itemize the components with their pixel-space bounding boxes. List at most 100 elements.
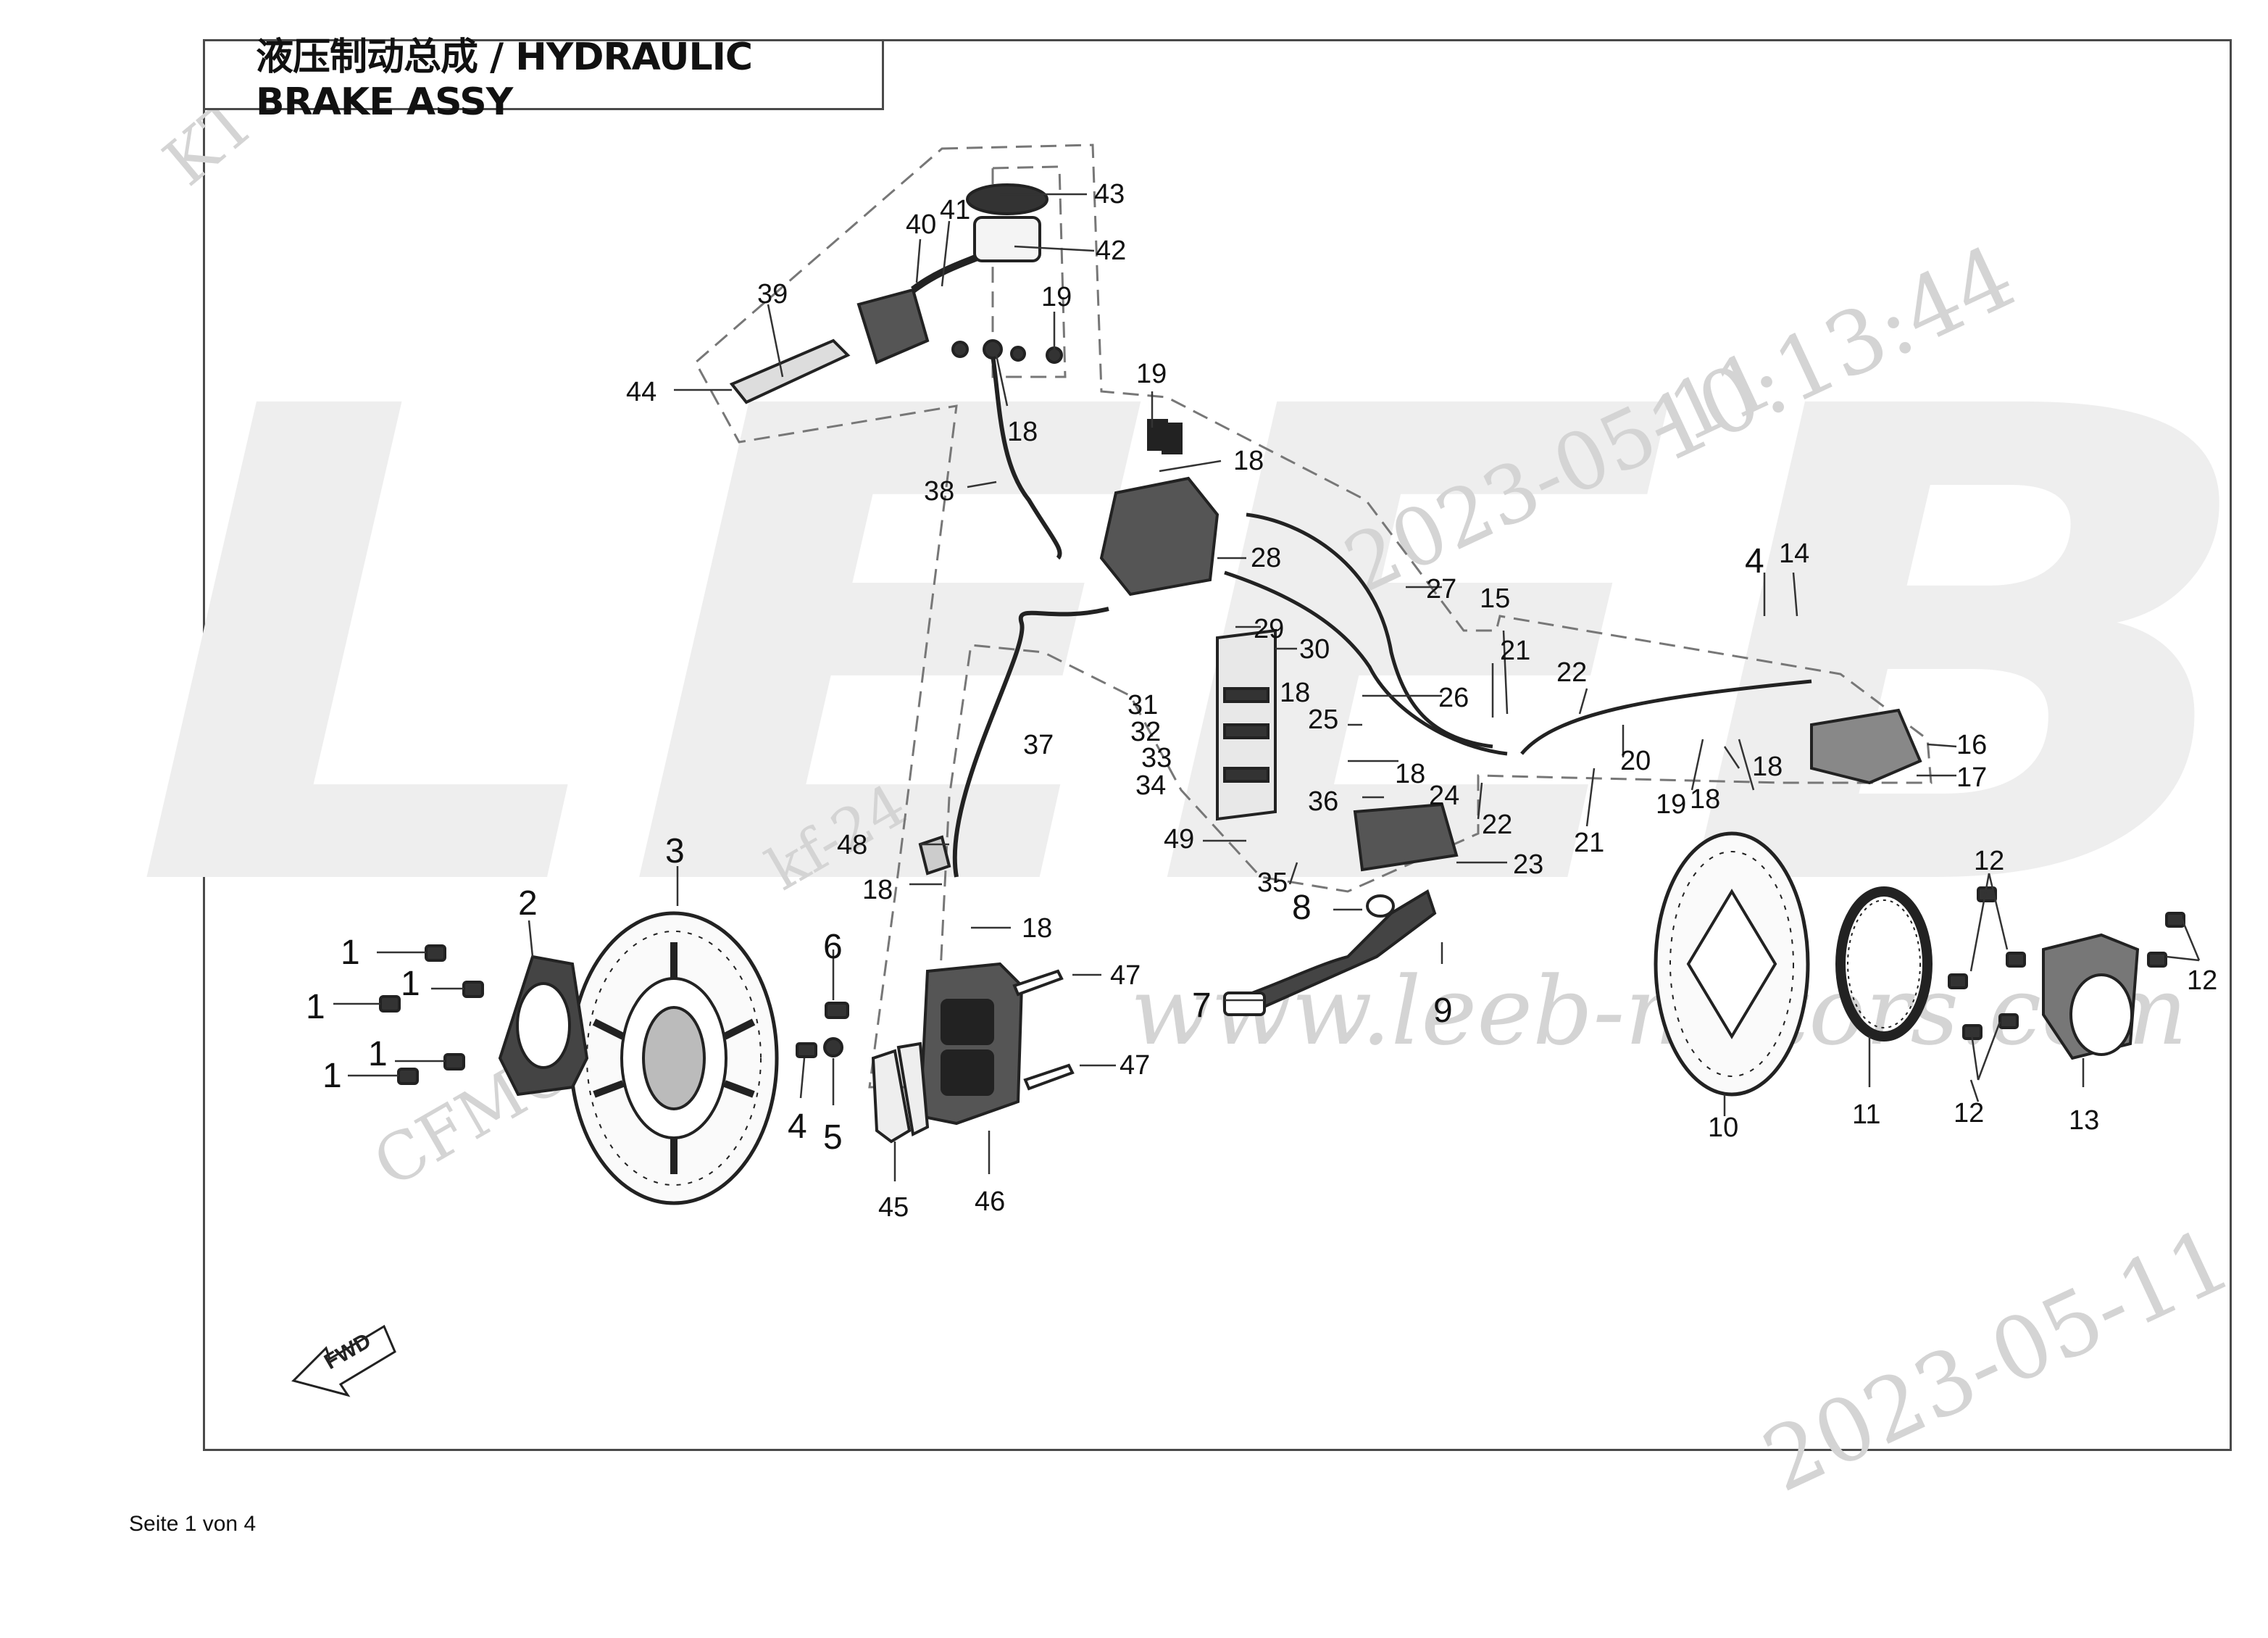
- callout-19: 19: [1656, 789, 1686, 820]
- diagram-title-box: 液压制动总成 / HYDRAULIC BRAKE ASSY: [203, 36, 884, 124]
- diagram-frame: [203, 39, 2232, 1451]
- callout-3: 3: [665, 832, 685, 870]
- callout-18: 18: [1233, 446, 1264, 476]
- front-brake-hose-lower: [952, 607, 1109, 878]
- callout-41: 41: [940, 195, 970, 225]
- caliper-bolts: [1012, 969, 1075, 1091]
- rear-abs-ring: [1835, 886, 1933, 1042]
- callout-25: 25: [1308, 704, 1338, 735]
- callout-47: 47: [1110, 960, 1141, 991]
- callout-34: 34: [1135, 770, 1166, 801]
- callout-7: 7: [1192, 986, 1212, 1025]
- callout-46: 46: [975, 1186, 1005, 1217]
- front-caliper: [918, 962, 1024, 1126]
- callout-39: 39: [757, 279, 788, 309]
- callout-12: 12: [2187, 965, 2217, 996]
- callout-6: 6: [823, 928, 843, 966]
- callout-18: 18: [1280, 678, 1310, 708]
- watermark-logo: LEEB: [130, 273, 2268, 1031]
- front-brake-pads: [871, 1042, 930, 1144]
- callout-21: 21: [1574, 828, 1604, 858]
- callout-47: 47: [1120, 1050, 1150, 1081]
- callout-19: 19: [1041, 282, 1072, 312]
- svg-text:LEEB: LEEB: [130, 273, 2268, 1031]
- brake-line-27: [1246, 512, 1493, 749]
- leader-lines: [333, 193, 2201, 1181]
- callout-1: 1: [322, 1057, 342, 1095]
- callout-17: 17: [1956, 762, 1987, 793]
- rear-disc-bolts: [1948, 886, 2185, 1040]
- rear-brake-line-20: [1520, 679, 1812, 755]
- callout-12: 12: [1954, 1098, 1984, 1128]
- callout-40: 40: [906, 209, 936, 240]
- callout-4: 4: [1745, 542, 1764, 581]
- callout-23: 23: [1513, 849, 1543, 880]
- callout-18: 18: [1690, 784, 1720, 815]
- page-footer: Seite 1 von 4: [129, 1512, 257, 1536]
- callout-36: 36: [1308, 786, 1338, 817]
- callout-38: 38: [924, 476, 954, 507]
- callout-1: 1: [341, 934, 360, 972]
- master-cylinder-assembly: [729, 183, 1063, 404]
- callout-43: 43: [1094, 179, 1125, 209]
- callout-24: 24: [1429, 781, 1459, 811]
- callout-1: 1: [401, 965, 420, 1003]
- front-brake-disc: [569, 911, 779, 1205]
- callout-29: 29: [1254, 614, 1284, 644]
- callout-18: 18: [1752, 752, 1783, 782]
- front-brake-hose-upper: [991, 354, 1062, 560]
- diagram-title: 液压制动总成 / HYDRAULIC BRAKE ASSY: [256, 35, 753, 124]
- callout-18: 18: [1022, 913, 1052, 944]
- callout-5: 5: [823, 1118, 843, 1157]
- callout-21: 21: [1500, 636, 1530, 666]
- callout-10: 10: [1708, 1113, 1738, 1143]
- callout-2: 2: [518, 884, 538, 923]
- bleeder-valve: [918, 835, 951, 876]
- brake-pedal: [1223, 889, 1437, 1017]
- rear-master-cylinder: [1353, 802, 1459, 872]
- callout-28: 28: [1251, 543, 1281, 573]
- callout-1: 1: [368, 1035, 388, 1073]
- abs-bracket-stack: [1216, 628, 1277, 821]
- callout-9: 9: [1433, 991, 1453, 1030]
- callout-42: 42: [1096, 236, 1126, 266]
- callout-8: 8: [1292, 889, 1312, 927]
- callout-22: 22: [1556, 657, 1587, 688]
- callout-37: 37: [1023, 730, 1054, 760]
- callout-18: 18: [1395, 759, 1425, 789]
- callout-11: 11: [1852, 1099, 1880, 1130]
- brake-line-26: [1224, 570, 1508, 756]
- callout-15: 15: [1480, 583, 1510, 614]
- watermark-date-lower: 2023-05-11: [1749, 1209, 2246, 1512]
- disc-carrier: [498, 955, 589, 1097]
- callout-45: 45: [878, 1192, 909, 1223]
- callout-13: 13: [2069, 1105, 2099, 1136]
- callout-32: 32: [1130, 717, 1161, 747]
- callout-20: 20: [1620, 746, 1651, 776]
- callout-49: 49: [1164, 824, 1194, 855]
- callout-1: 1: [306, 988, 325, 1026]
- callout-19: 19: [1136, 359, 1167, 389]
- callout-14: 14: [1779, 539, 1809, 569]
- callout-16: 16: [1956, 730, 1987, 760]
- callout-33: 33: [1141, 743, 1172, 773]
- callout-18: 18: [862, 875, 893, 905]
- callout-12: 12: [1974, 846, 2004, 876]
- abs-unit: [1099, 419, 1220, 596]
- callout-26: 26: [1438, 683, 1469, 713]
- callout-18: 18: [1007, 417, 1038, 447]
- callout-31: 31: [1127, 690, 1158, 720]
- parts-drawings: [291, 183, 2185, 1397]
- forward-direction-arrow: [291, 1324, 396, 1397]
- callout-30: 30: [1299, 634, 1330, 665]
- callout-48: 48: [837, 830, 867, 860]
- front-disc-bolts: [379, 944, 484, 1085]
- rear-brake-disc: [1654, 831, 1810, 1097]
- pad-pin-parts: [796, 1002, 849, 1058]
- callout-27: 27: [1426, 574, 1456, 604]
- callout-labels: 1 1 1 1 1 2 3 4 5 6 7 8 9 10 11 12 12 12…: [306, 179, 2217, 1223]
- callout-4: 4: [788, 1107, 807, 1146]
- callout-22: 22: [1482, 810, 1512, 840]
